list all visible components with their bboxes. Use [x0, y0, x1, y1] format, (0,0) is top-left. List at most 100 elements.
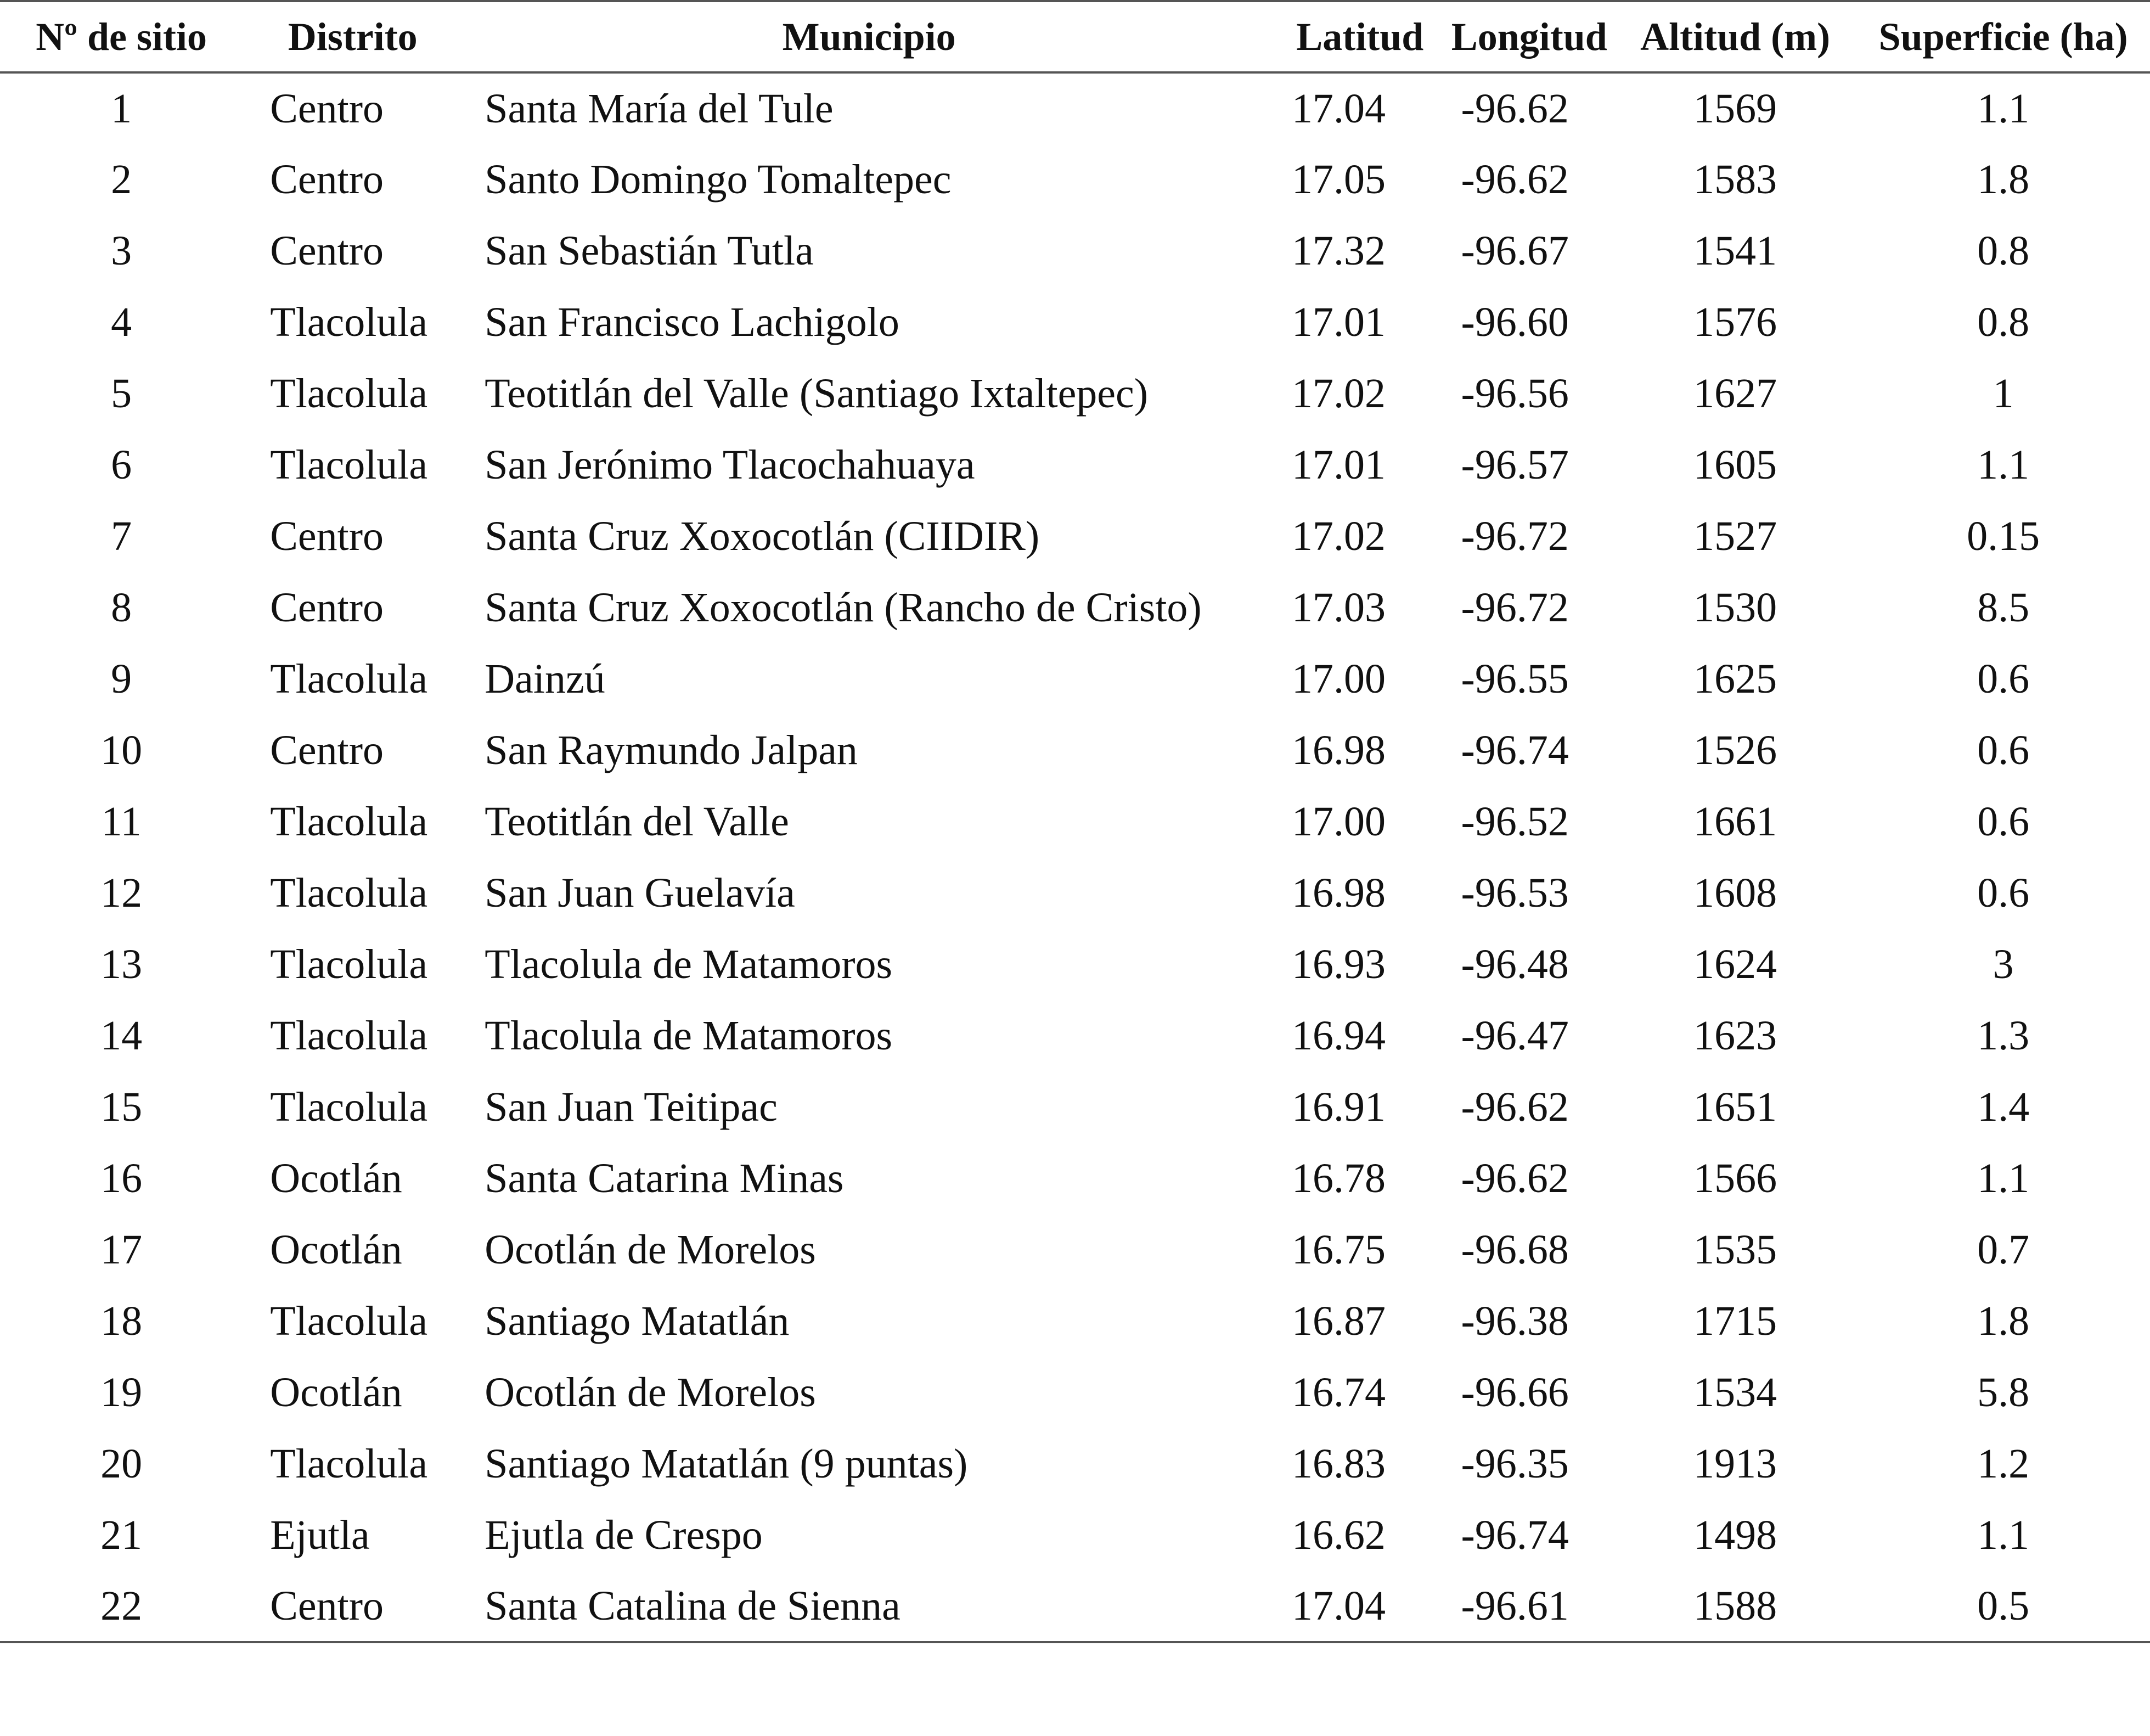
- cell-superficie: 1.1: [1977, 85, 2030, 132]
- cell-sitio: 8: [111, 584, 132, 631]
- cell-municipio: Ejutla de Crespo: [485, 1512, 763, 1558]
- cell-longitud: -96.62: [1461, 1155, 1569, 1201]
- cell-municipio: San Juan Guelavía: [485, 869, 795, 916]
- cell-longitud: -96.67: [1461, 227, 1569, 274]
- cell-superficie: 0.8: [1977, 227, 2030, 274]
- cell-municipio: Teotitlán del Valle (Santiago Ixtaltepec…: [485, 370, 1149, 417]
- cell-distrito: Tlacolula: [270, 299, 428, 345]
- cell-superficie: 1.8: [1977, 156, 2030, 203]
- cell-altitud: 1651: [1693, 1083, 1777, 1130]
- cell-distrito: Tlacolula: [270, 370, 428, 417]
- cell-superficie: 0.6: [1977, 655, 2030, 702]
- cell-municipio: Ocotlán de Morelos: [485, 1369, 816, 1415]
- cell-latitud: 16.78: [1292, 1155, 1386, 1201]
- cell-altitud: 1569: [1693, 85, 1777, 132]
- cell-altitud: 1623: [1693, 1012, 1777, 1059]
- cell-sitio: 6: [111, 441, 132, 488]
- cell-latitud: 17.32: [1292, 227, 1386, 274]
- cell-altitud: 1583: [1693, 156, 1777, 203]
- cell-municipio: San Raymundo Jalpan: [485, 727, 858, 773]
- cell-altitud: 1608: [1693, 869, 1777, 916]
- cell-latitud: 17.04: [1275, 1571, 1445, 1643]
- cell-longitud: -96.62: [1461, 85, 1569, 132]
- cell-distrito: Tlacolula: [270, 869, 428, 916]
- cell-municipio: Tlacolula de Matamoros: [485, 1012, 893, 1059]
- cell-distrito: Tlacolula: [270, 441, 428, 488]
- cell-sitio: 16: [100, 1155, 143, 1201]
- cell-latitud: 17.01: [1292, 441, 1386, 488]
- cell-longitud: -96.47: [1461, 1012, 1569, 1059]
- header-altitud: Altitud (m): [1614, 0, 1857, 74]
- header-longitud: Longitud: [1444, 0, 1614, 74]
- header-distrito: Distrito: [243, 0, 463, 74]
- cell-latitud: 17.02: [1292, 370, 1386, 417]
- cell-distrito: Tlacolula: [270, 798, 428, 845]
- cell-altitud: 1535: [1693, 1226, 1777, 1273]
- cell-distrito: Ocotlán: [270, 1155, 402, 1201]
- cell-sitio: 1: [111, 85, 132, 132]
- cell-altitud: 1534: [1693, 1369, 1777, 1415]
- header-municipio: Municipio: [463, 0, 1276, 74]
- cell-latitud: 16.74: [1292, 1369, 1386, 1415]
- cell-latitud: 16.75: [1292, 1226, 1386, 1273]
- cell-superficie: 0.15: [1967, 513, 2040, 559]
- cell-distrito: Ocotlán: [270, 1369, 402, 1415]
- cell-sitio: 9: [111, 655, 132, 702]
- cell-sitio: 18: [100, 1297, 143, 1344]
- cell-latitud: 17.00: [1292, 798, 1386, 845]
- cell-latitud: 17.02: [1292, 513, 1386, 559]
- cell-longitud: -96.62: [1461, 156, 1569, 203]
- cell-superficie: 3: [1993, 941, 2014, 987]
- cell-superficie: 1: [1993, 370, 2014, 417]
- cell-longitud: -96.74: [1461, 1512, 1569, 1558]
- cell-sitio: 10: [100, 727, 143, 773]
- cell-municipio: San Sebastián Tutla: [485, 227, 814, 274]
- cell-distrito: Ejutla: [270, 1512, 370, 1558]
- cell-superficie: 0.8: [1977, 299, 2030, 345]
- cell-municipio: San Francisco Lachigolo: [485, 299, 899, 345]
- header-latitud: Latitud: [1275, 0, 1445, 74]
- cell-latitud: 16.87: [1292, 1297, 1386, 1344]
- cell-superficie: 8.5: [1977, 584, 2030, 631]
- cell-altitud: 1526: [1693, 727, 1777, 773]
- cell-longitud: -96.48: [1461, 941, 1569, 987]
- header-superficie: Superficie (ha): [1856, 0, 2150, 74]
- cell-municipio: Ocotlán de Morelos: [485, 1226, 816, 1273]
- cell-latitud: 16.93: [1292, 941, 1386, 987]
- cell-superficie: 0.5: [1856, 1571, 2150, 1643]
- cell-sitio: 2: [111, 156, 132, 203]
- cell-distrito: Centro: [270, 584, 384, 631]
- cell-sitio: 22: [0, 1571, 243, 1643]
- cell-superficie: 0.6: [1977, 727, 2030, 773]
- cell-superficie: 1.3: [1977, 1012, 2030, 1059]
- cell-sitio: 5: [111, 370, 132, 417]
- cell-superficie: 0.7: [1977, 1226, 2030, 1273]
- header-row: Nº de sitio Distrito Municipio Latitud L…: [0, 0, 2150, 74]
- cell-altitud: 1661: [1693, 798, 1777, 845]
- cell-longitud: -96.72: [1461, 584, 1569, 631]
- cell-altitud: 1541: [1693, 227, 1777, 274]
- cell-municipio: Santo Domingo Tomaltepec: [485, 156, 952, 203]
- table-row: 5 Tlacolula Teotitlán del Valle (Santiago …: [0, 358, 2150, 429]
- cell-municipio: Santiago Matatlán (9 puntas): [485, 1440, 968, 1487]
- cell-longitud: -96.57: [1461, 441, 1569, 488]
- cell-distrito: Centro: [243, 1571, 463, 1643]
- cell-longitud: -96.61: [1444, 1571, 1614, 1643]
- cell-superficie: 1.2: [1977, 1440, 2030, 1487]
- cell-sitio: 4: [111, 299, 132, 345]
- cell-longitud: -96.60: [1461, 299, 1569, 345]
- cell-altitud: 1530: [1693, 584, 1777, 631]
- cell-latitud: 17.01: [1292, 299, 1386, 345]
- cell-latitud: 16.62: [1292, 1512, 1386, 1558]
- cell-latitud: 17.05: [1292, 156, 1386, 203]
